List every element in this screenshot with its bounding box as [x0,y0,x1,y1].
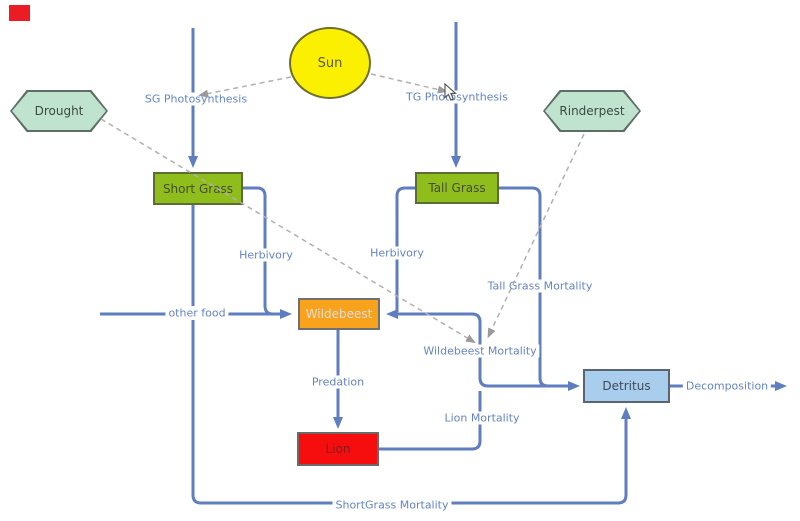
label-sg-photosynthesis: SG Photosynthesis [141,92,251,106]
label-shortgrass-mortality: ShortGrass Mortality [332,498,452,512]
rinderpest-label: Rinderpest [559,104,625,118]
rinderpest-body: Rinderpest [545,92,639,130]
sun-label: Sun [317,55,343,71]
label-herbivory-tg: Herbivory [367,246,427,260]
node-sun[interactable]: Sun [289,27,371,99]
node-drought[interactable]: Drought [10,90,108,132]
node-detritus[interactable]: Detritus [583,369,670,403]
lion-label: Lion [325,442,351,456]
tall-grass-label: Tall Grass [428,181,486,195]
wildebeest-label: Wildebeest [305,307,373,321]
connector-sun-tg-photosynthesis[interactable] [370,73,448,94]
label-other-food: other food [165,306,229,320]
label-lion-mortality: Lion Mortality [441,411,523,425]
drought-body: Drought [12,92,106,130]
drought-label: Drought [34,104,84,118]
label-predation: Predation [308,375,368,389]
label-tall-grass-mortality: Tall Grass Mortality [484,279,596,293]
short-grass-label: Short Grass [162,181,234,196]
mouse-cursor-icon [444,83,457,101]
connector-sun-sg-photosynthesis[interactable] [198,76,292,98]
red-marker [9,5,30,21]
label-herbivory-sg: Herbivory [236,248,296,262]
connector-rinderpest-wildebeest-mortality[interactable] [487,133,585,339]
flow-shortgrass-mortality[interactable] [191,320,631,505]
label-tg-photosynthesis: TG Photosynthesis [403,90,511,104]
connector-drought-wildebeest-mortality[interactable] [100,118,476,344]
node-wildebeest[interactable]: Wildebeest [298,298,380,330]
node-short-grass[interactable]: Short Grass [153,172,243,205]
label-decomposition: Decomposition [682,379,772,393]
node-rinderpest[interactable]: Rinderpest [543,90,641,132]
node-tall-grass[interactable]: Tall Grass [415,172,499,204]
detritus-label: Detritus [602,379,651,393]
node-lion[interactable]: Lion [297,432,379,466]
label-wildebeest-mortality: Wildebeest Mortality [420,344,540,358]
